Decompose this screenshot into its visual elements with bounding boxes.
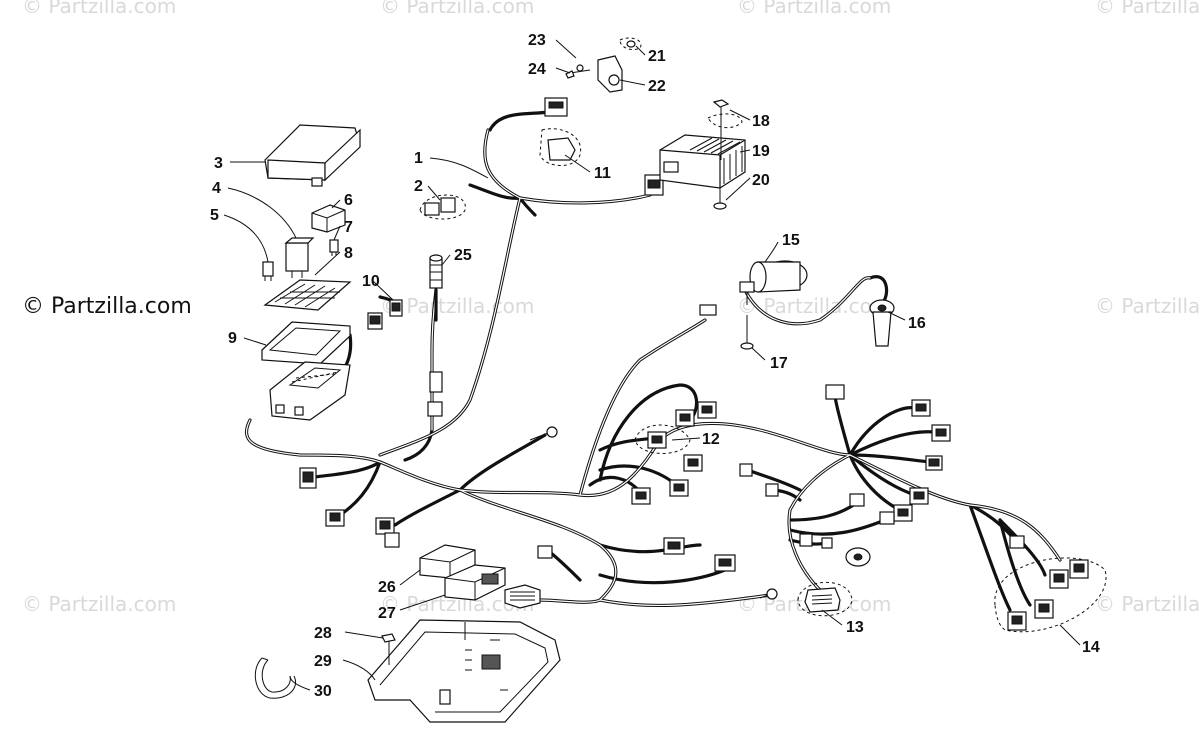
callout-18: 18 xyxy=(752,113,770,130)
connector-cluster xyxy=(994,557,1107,633)
watermark: © Partzilla.com xyxy=(1095,592,1200,616)
watermark: © Partzilla.com xyxy=(1095,0,1200,18)
callout-12: 12 xyxy=(702,431,720,448)
watermark: © Partzilla.com xyxy=(1095,294,1200,318)
fuse-box-cover xyxy=(264,124,361,187)
callout-8: 8 xyxy=(344,245,353,262)
callout-26: 26 xyxy=(378,579,396,596)
callout-1: 1 xyxy=(414,150,423,167)
wire-terminal xyxy=(699,304,717,316)
control-unit xyxy=(444,564,506,601)
callout-labels: 1 2 3 4 5 6 7 8 9 10 11 12 13 14 15 16 1… xyxy=(210,32,1100,700)
sensor xyxy=(427,254,443,417)
relay xyxy=(311,204,346,233)
callout-14: 14 xyxy=(1082,639,1100,656)
callout-24: 24 xyxy=(528,61,546,78)
callout-29: 29 xyxy=(314,653,332,670)
callout-27: 27 xyxy=(378,605,396,622)
fuse-box-seal xyxy=(261,321,351,365)
screw xyxy=(381,633,396,665)
clamp-ring xyxy=(254,657,296,699)
fuse xyxy=(262,261,274,281)
connector-group xyxy=(739,384,1025,567)
bracket-assembly xyxy=(565,37,642,93)
fuse-label xyxy=(263,279,352,311)
connector-pair xyxy=(367,299,403,330)
callout-23: 23 xyxy=(528,32,546,49)
mounting-plate xyxy=(367,619,561,723)
voltage-regulator xyxy=(659,134,746,189)
callout-28: 28 xyxy=(314,625,332,642)
callout-3: 3 xyxy=(214,155,223,172)
callout-13: 13 xyxy=(846,619,864,636)
callout-25: 25 xyxy=(454,247,472,264)
callout-4: 4 xyxy=(212,180,221,197)
connector-cluster xyxy=(631,401,717,505)
callout-15: 15 xyxy=(782,232,800,249)
callout-10: 10 xyxy=(362,273,380,290)
key-switch xyxy=(869,299,895,347)
leader-lines xyxy=(223,39,1081,691)
connector xyxy=(544,97,568,117)
connector xyxy=(419,194,466,220)
relay-small xyxy=(284,237,315,278)
wiring-harness xyxy=(244,110,1062,612)
fuse xyxy=(329,239,339,256)
watermark: © Partzilla.com xyxy=(22,0,177,18)
callout-19: 19 xyxy=(752,143,770,160)
connector-group xyxy=(299,467,400,548)
callout-11: 11 xyxy=(594,165,611,182)
callout-6: 6 xyxy=(344,192,353,209)
callout-16: 16 xyxy=(908,315,926,332)
starter-solenoid xyxy=(739,260,808,305)
bolt xyxy=(707,99,743,160)
callout-21: 21 xyxy=(648,48,666,65)
ring-terminal xyxy=(529,426,558,441)
watermark-prominent: © Partzilla.com xyxy=(22,294,192,319)
callout-20: 20 xyxy=(752,172,770,189)
callout-2: 2 xyxy=(414,178,423,195)
connector xyxy=(539,128,582,166)
callout-22: 22 xyxy=(648,78,666,95)
watermark: © Partzilla.com xyxy=(380,0,535,18)
screw xyxy=(713,185,727,210)
callout-7: 7 xyxy=(344,219,353,236)
connector-group xyxy=(537,537,778,600)
callout-30: 30 xyxy=(314,683,332,700)
callout-9: 9 xyxy=(228,330,237,347)
watermark: © Partzilla.com xyxy=(22,592,177,616)
connector xyxy=(644,174,664,196)
callout-17: 17 xyxy=(770,355,788,372)
callout-5: 5 xyxy=(210,207,219,224)
watermark: © Partzilla.com xyxy=(380,294,535,318)
watermark: © Partzilla.com xyxy=(737,0,892,18)
connector xyxy=(504,584,541,609)
bolt xyxy=(740,315,754,350)
fuse-box-base xyxy=(269,361,351,421)
connector xyxy=(797,581,853,617)
